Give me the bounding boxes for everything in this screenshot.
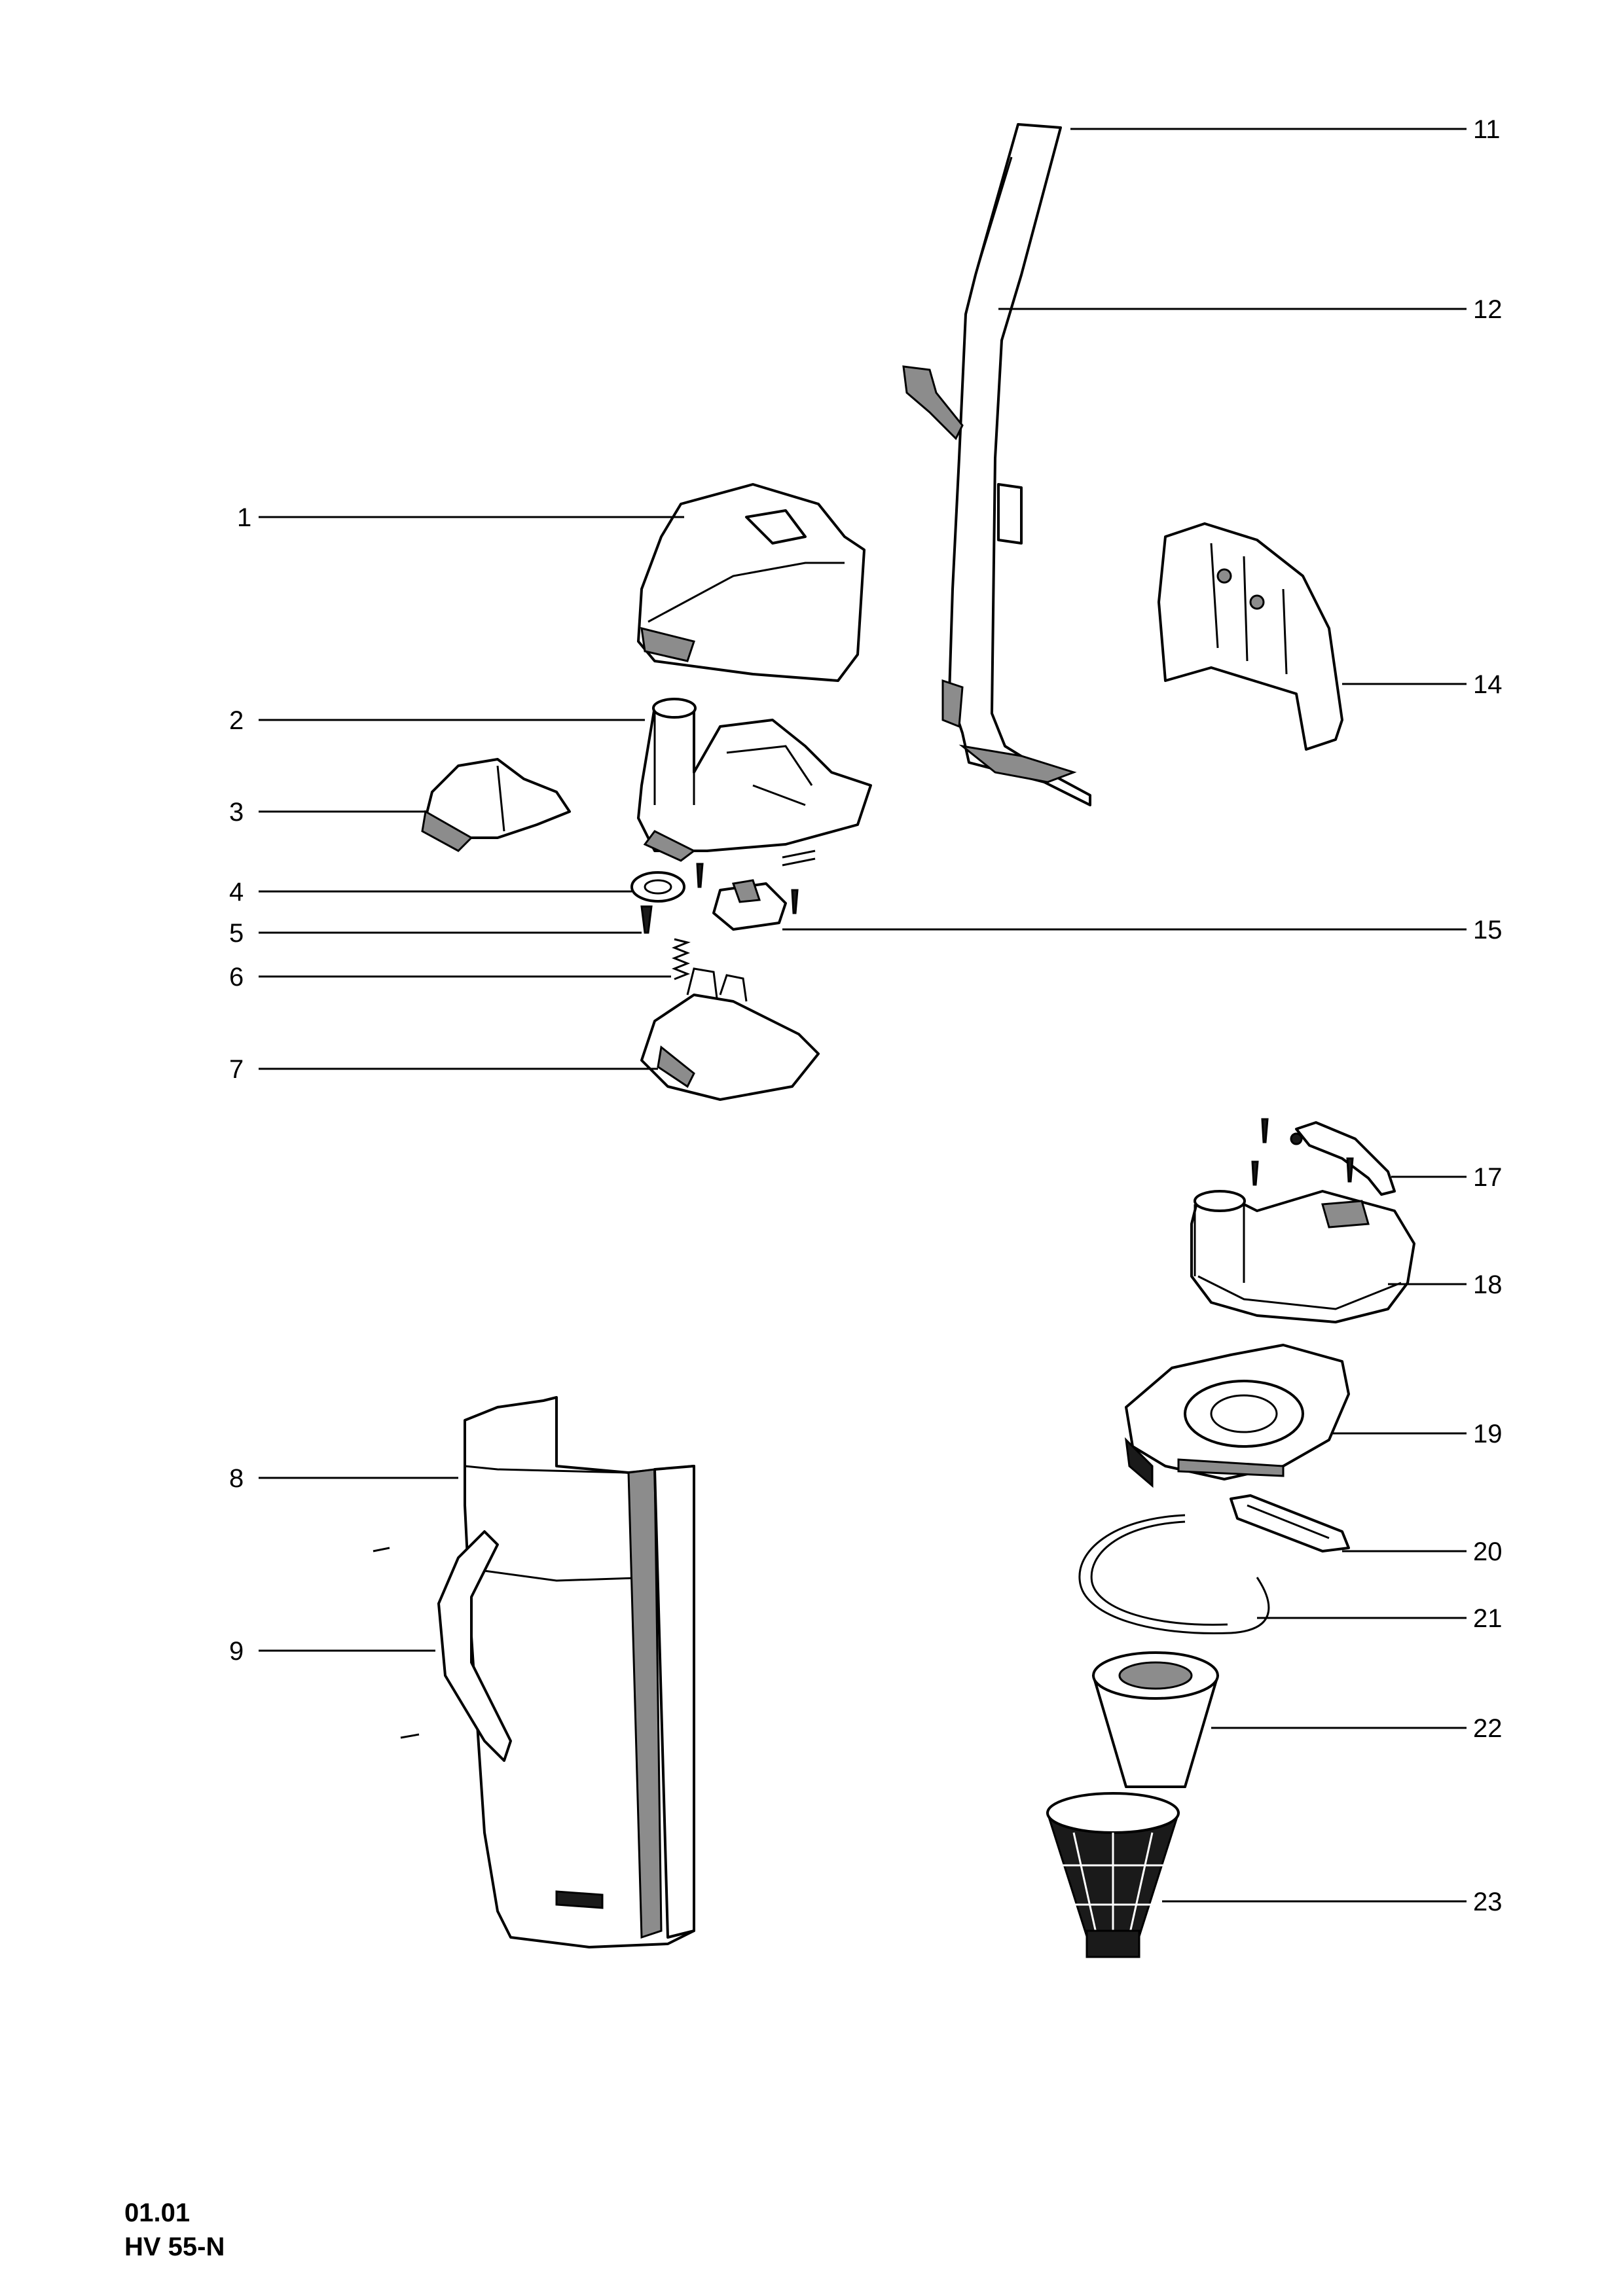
part-dust-container <box>373 1396 695 1948</box>
part-seal-ring <box>1078 1514 1270 1635</box>
footer-model: HV 55-N <box>124 2233 225 2261</box>
part-top-plate <box>1190 1190 1415 1323</box>
callout-23: 23 <box>1473 1888 1503 1916</box>
callout-21: 21 <box>1473 1604 1503 1633</box>
footer: 01.01 HV 55-N <box>124 2196 225 2264</box>
callout-4: 4 <box>229 878 244 906</box>
callout-17: 17 <box>1473 1163 1503 1192</box>
part-switch <box>696 850 816 931</box>
callout-8: 8 <box>229 1464 244 1493</box>
part-cyclone-housing <box>1124 1344 1350 1488</box>
callout-14: 14 <box>1473 670 1503 699</box>
callout-9: 9 <box>229 1637 244 1666</box>
part-seal-small <box>1230 1494 1350 1552</box>
part-screw-5 <box>640 905 653 934</box>
part-motor-housing <box>637 698 872 862</box>
callout-20: 20 <box>1473 1537 1503 1566</box>
callout-2: 2 <box>229 706 244 735</box>
part-clip <box>1251 1118 1396 1196</box>
callout-numbers: 1 2 3 4 5 6 7 8 9 11 12 14 15 17 18 19 2… <box>229 115 1503 1916</box>
leader-lines <box>259 128 1467 1903</box>
footer-date: 01.01 <box>124 2198 191 2227</box>
callout-7: 7 <box>229 1055 244 1084</box>
part-base-plate <box>640 967 820 1101</box>
part-side-cover <box>1158 522 1343 751</box>
callout-1: 1 <box>237 503 251 532</box>
callout-19: 19 <box>1473 1420 1503 1448</box>
part-handle-tube <box>902 123 1091 806</box>
callout-6: 6 <box>229 963 244 992</box>
part-spring <box>671 938 691 980</box>
callout-22: 22 <box>1473 1714 1503 1743</box>
part-cone-filter <box>1092 1651 1219 1788</box>
part-mesh-filter <box>1046 1792 1180 1958</box>
callout-12: 12 <box>1473 295 1503 324</box>
callout-18: 18 <box>1473 1270 1503 1299</box>
callout-3: 3 <box>229 798 244 827</box>
part-ring-small <box>630 871 685 903</box>
callout-5: 5 <box>229 919 244 948</box>
part-top-cover <box>637 483 866 682</box>
callout-15: 15 <box>1473 916 1503 944</box>
part-nozzle-cap <box>421 758 571 852</box>
callout-11: 11 <box>1473 115 1501 144</box>
